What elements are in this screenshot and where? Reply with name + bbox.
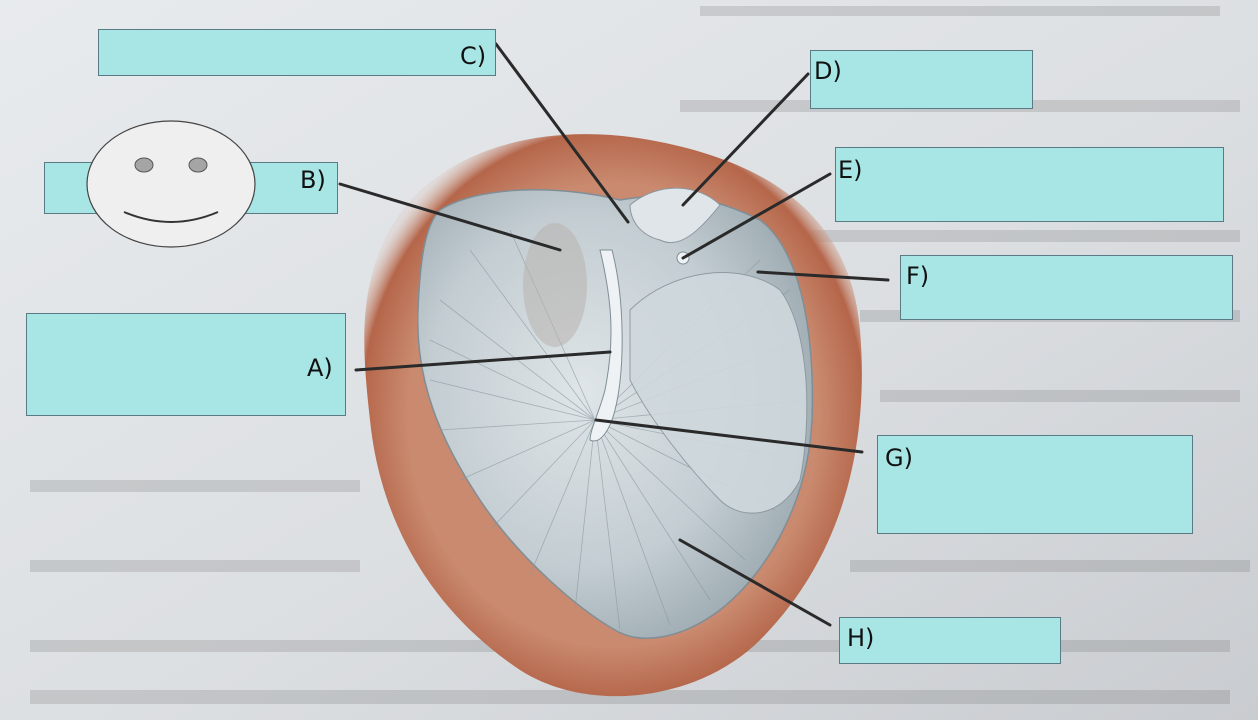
membrane-fibers <box>429 229 806 631</box>
label-a: A) <box>307 354 333 382</box>
leader-line-f <box>756 270 890 282</box>
answer-box-h[interactable] <box>839 617 1061 664</box>
leader-line-h <box>678 538 832 627</box>
label-h: H) <box>847 624 875 652</box>
leader-line-c <box>494 42 630 224</box>
answer-box-a[interactable] <box>26 313 346 416</box>
answer-box-e[interactable] <box>835 147 1224 222</box>
answer-box-f[interactable] <box>900 255 1233 320</box>
answer-box-c[interactable] <box>98 29 496 76</box>
label-d: D) <box>814 57 842 85</box>
leader-line-e <box>681 172 832 260</box>
label-c: C) <box>460 42 487 70</box>
answer-box-g[interactable] <box>877 435 1193 534</box>
leader-line-a <box>354 350 612 372</box>
label-b: B) <box>300 166 326 194</box>
answer-box-d[interactable] <box>810 50 1033 109</box>
label-f: F) <box>906 262 930 290</box>
handle-ridge <box>589 249 623 442</box>
right-lobe <box>629 272 808 514</box>
upper-fold <box>629 187 721 244</box>
label-e: E) <box>838 156 863 184</box>
leader-line-b <box>338 182 562 252</box>
leader-lines <box>338 42 890 627</box>
leader-line-g <box>594 418 864 454</box>
smiley-face-icon <box>86 120 256 248</box>
leader-line-d <box>681 72 810 207</box>
shadow-oval <box>523 223 587 347</box>
label-g: G) <box>885 444 913 472</box>
